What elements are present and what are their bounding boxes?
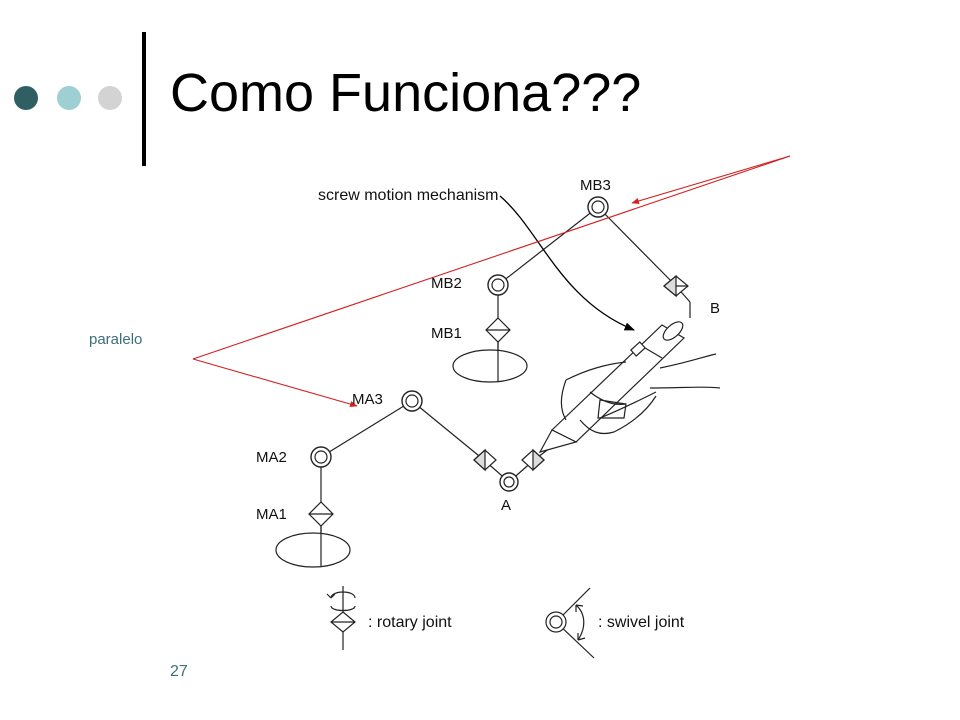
bullet-dots	[14, 86, 124, 112]
label-a: A	[501, 497, 511, 514]
label-mb2: MB2	[431, 275, 462, 292]
label-b: B	[710, 300, 720, 317]
legend-rotary-label: : rotary joint	[368, 614, 452, 631]
page-number: 27	[170, 663, 188, 680]
joint-a	[499, 472, 519, 492]
joint-ma3	[401, 390, 423, 412]
dot-dark	[14, 86, 38, 110]
legend-swivel-label: : swivel joint	[598, 614, 685, 631]
screw-pointer-arrow	[499, 195, 635, 331]
hand	[560, 353, 721, 435]
label-ma2: MA2	[256, 449, 287, 466]
dot-teal	[57, 86, 81, 110]
joint-ma2	[310, 446, 332, 468]
paralelo-arrows	[192, 155, 791, 408]
label-screw: screw motion mechanism	[318, 187, 499, 204]
joint-ma1-rotary	[308, 501, 334, 527]
joint-mb3	[587, 196, 609, 218]
joint-a-left-swivel	[473, 448, 497, 472]
base-ma	[275, 532, 351, 568]
label-ma1: MA1	[256, 506, 287, 523]
slide-title: Como Funciona???	[170, 63, 642, 123]
label-ma3: MA3	[352, 391, 383, 408]
label-mb3: MB3	[580, 177, 611, 194]
base-mb	[452, 349, 528, 383]
legend-swivel-symbol	[545, 587, 595, 659]
joint-mb1-rotary	[485, 317, 511, 343]
paralelo-label: paralelo	[89, 331, 143, 348]
dot-gray	[98, 86, 122, 110]
title-divider	[142, 32, 146, 166]
label-mb1: MB1	[431, 325, 462, 342]
joint-mb2	[487, 274, 509, 296]
joint-a-right-swivel	[521, 448, 545, 472]
legend-rotary-symbol	[326, 586, 356, 650]
joint-b-swivel	[663, 274, 689, 298]
pen	[538, 321, 685, 453]
